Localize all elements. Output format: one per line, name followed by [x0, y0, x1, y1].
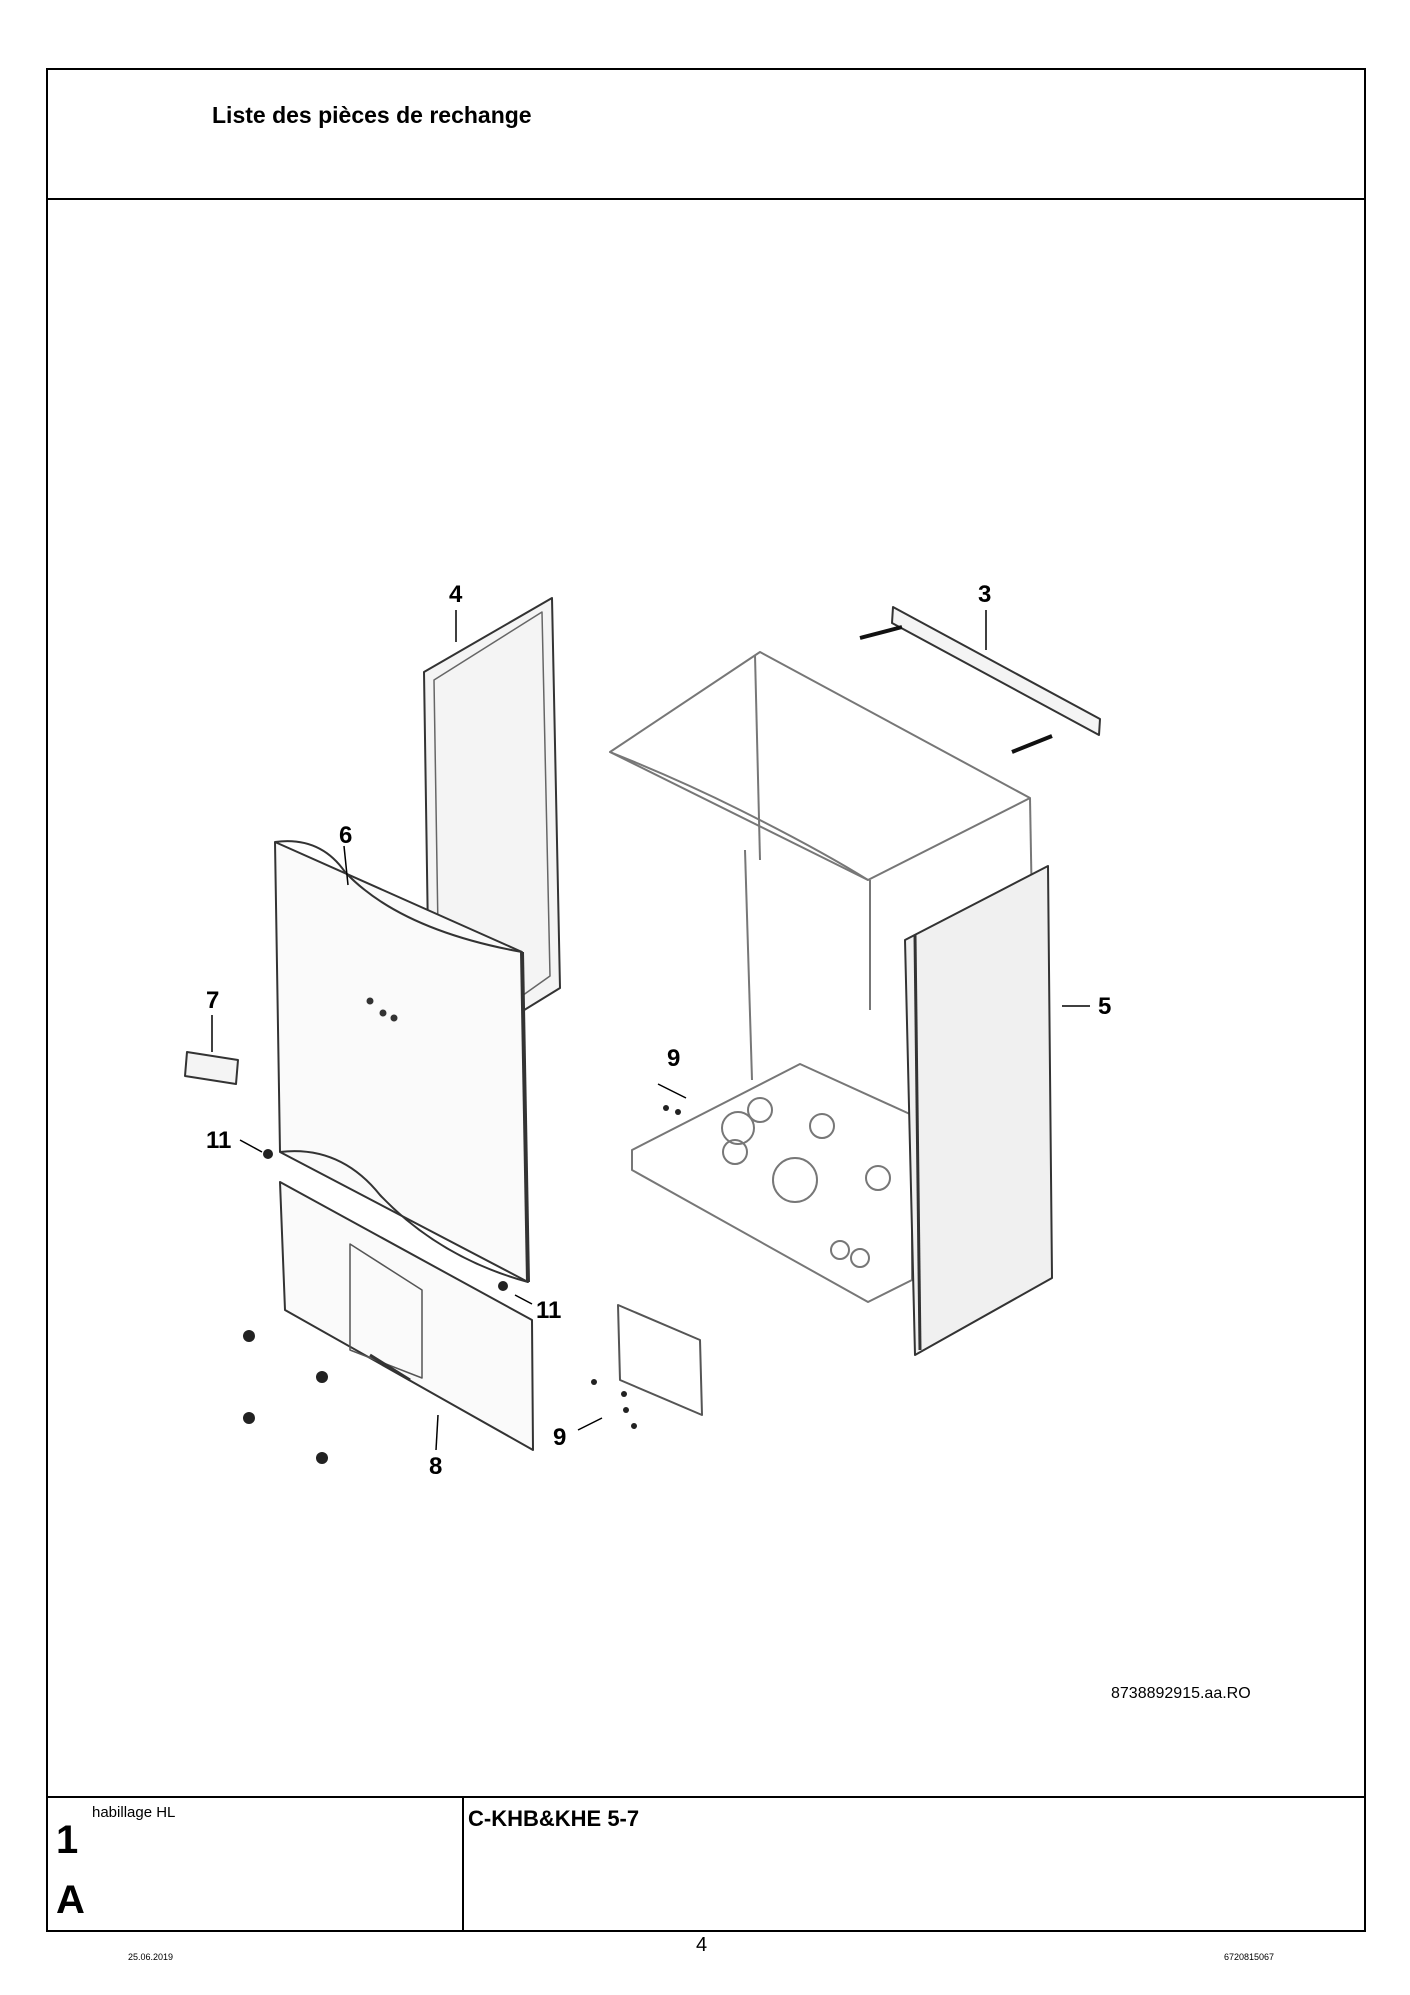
- page-frame: Liste des pièces de rechange habillage H…: [46, 68, 1366, 1932]
- print-date: 25.06.2019: [128, 1952, 174, 1962]
- title-block-left: habillage HL 1 A: [48, 1798, 464, 1930]
- header: Liste des pièces de rechange: [48, 70, 1364, 200]
- page-number: 4: [696, 1934, 708, 1956]
- drawing-description: habillage HL: [92, 1804, 176, 1821]
- page-title: Liste des pièces de rechange: [212, 102, 532, 128]
- drawing-number: 1: [56, 1818, 79, 1862]
- document-number: 6720815067: [1224, 1952, 1275, 1962]
- title-block: habillage HL 1 A C-KHB&KHE 5-7: [48, 1796, 1364, 1930]
- drawing-letter: A: [56, 1878, 85, 1922]
- model-name: C-KHB&KHE 5-7: [468, 1806, 640, 1831]
- drawing-reference: 8738892915.aa.RO: [1111, 1685, 1251, 1702]
